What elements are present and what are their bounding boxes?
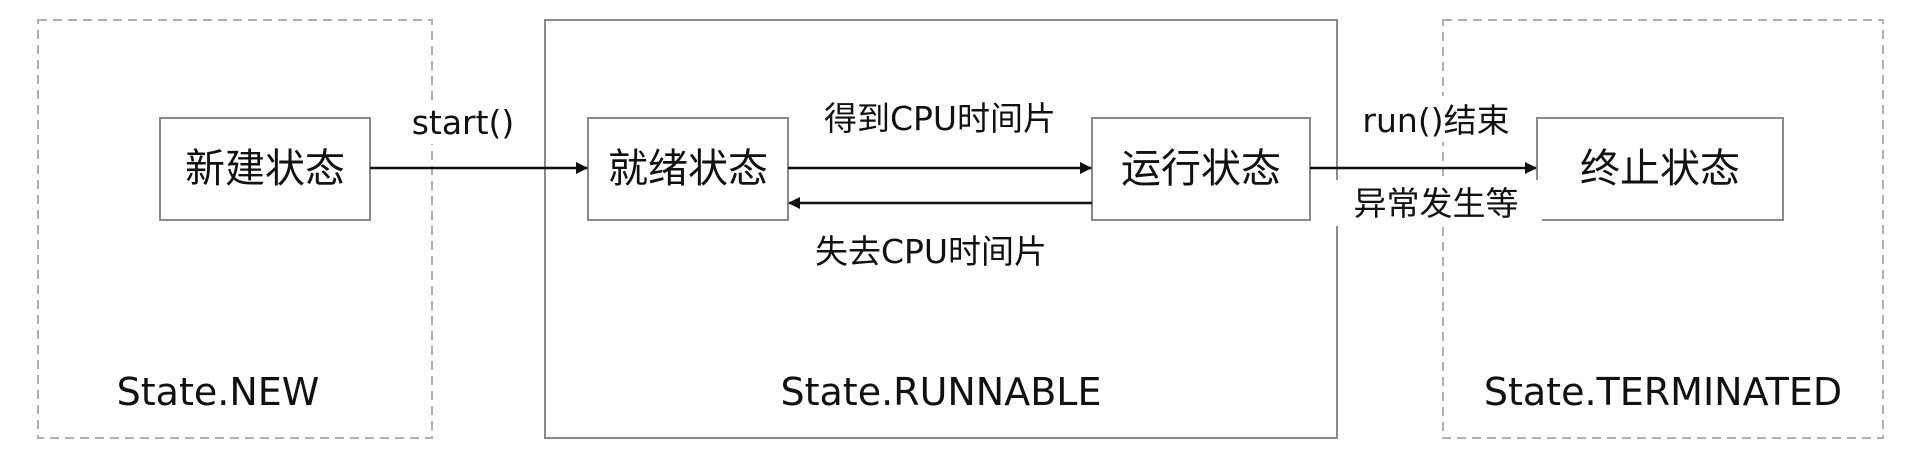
region-runnable — [544, 19, 1338, 439]
state-new-box — [159, 117, 371, 221]
edge-get-cpu-label: 得到CPU时间片 — [824, 99, 1056, 138]
region-terminated — [1442, 19, 1884, 439]
region-terminated-label: State.TERMINATED — [1484, 370, 1842, 414]
state-new-label: 新建状态 — [185, 146, 345, 192]
state-terminated-box — [1536, 117, 1784, 221]
edge-lose-cpu-label: 失去CPU时间片 — [815, 232, 1047, 271]
state-terminated-label: 终止状态 — [1580, 146, 1740, 192]
edge-run-end-label: run()结束 — [1362, 101, 1509, 140]
edge-start-label: start() — [412, 103, 515, 142]
region-new-label: State.NEW — [117, 370, 320, 414]
region-new — [37, 19, 433, 439]
state-running-label: 运行状态 — [1121, 146, 1281, 192]
edge-exception-label: 异常发生等 — [1354, 184, 1519, 223]
state-ready-label: 就绪状态 — [608, 146, 768, 192]
region-runnable-label: State.RUNNABLE — [781, 370, 1102, 414]
state-running-box — [1091, 117, 1311, 221]
